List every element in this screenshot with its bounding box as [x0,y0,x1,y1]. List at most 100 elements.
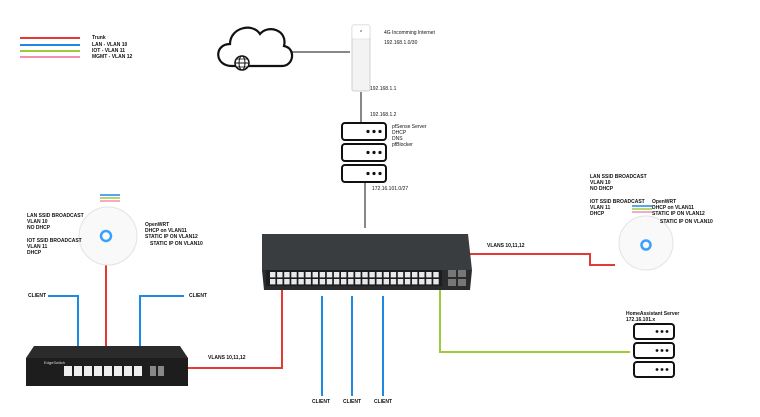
ap-right-lan-line: NO DHCP [590,186,614,192]
edgeswitch-device [26,346,188,386]
switch-port [341,272,347,278]
switch-port [397,279,404,285]
ap-left-lan-line: LAN SSID BROADCAST [27,213,84,219]
switch-port [376,279,382,285]
ap-right-lan-line: LAN SSID BROADCAST [590,174,647,180]
access-point-right [618,215,674,271]
modem-subnet: 192.168.1.0/30 [384,40,418,46]
homeassistant-title: HomeAssistant Server [626,311,680,317]
ap-left-lan-ssid: LAN SSID BROADCAST VLAN 10 NO DHCP [27,213,84,231]
ap-left-lan-line: VLAN 10 [27,219,48,225]
switch-port [404,279,411,285]
client-label: CLIENT [28,293,47,299]
ap-right-static-ip: STATIC IP ON VLAN10 [660,219,713,225]
switch-port [348,272,354,278]
switch-port [362,272,368,278]
ap-right-openwrt-line: DHCP on VLAN11 [652,205,694,211]
switch-port [433,272,439,278]
switch-port [419,272,425,278]
switch-port [270,279,276,285]
switch-port [383,279,389,285]
firewall-wan-ip: 192.168.1.2 [370,112,397,118]
client-label: CLIENT [343,399,362,405]
switch-port [305,272,311,278]
ap-left-iot-line: IOT SSID BROADCAST [27,238,82,244]
homeassistant-ip: 172.16.101.x [626,317,656,323]
switch-port [412,272,418,278]
switch-port [298,279,304,285]
cloud-internet-icon [217,26,294,71]
edgeswitch-port [94,366,102,376]
switch-port [333,279,340,285]
ap-right-iot-line: VLAN 11 [590,205,611,211]
modem-4g-device [351,24,371,92]
firewall-service: DNS [392,136,403,142]
trunk-label-edgeswitch: VLANS 10,11,12 [208,355,246,361]
wire-client-edgeswitch-2 [139,295,184,347]
legend-label-lan: LAN - VLAN 10 [92,42,128,48]
switch-port [341,279,347,285]
ap-left-openwrt-line: STATIC IP ON VLAN12 [145,234,198,240]
switch-port [390,272,397,278]
ap-right-openwrt: OpenWRT DHCP on VLAN11 STATIC IP ON VLAN… [652,199,705,217]
homeassistant-server-icon [633,323,675,378]
ap-right-lan-ssid: LAN SSID BROADCAST VLAN 10 NO DHCP [590,174,647,192]
switch-port [390,279,397,285]
switch-port [326,272,333,278]
edgeswitch-port [64,366,72,376]
ap-right-openwrt-line: STATIC IP ON VLAN12 [652,211,705,217]
firewall-services: pfSense Server DHCP DNS pfBlocker [392,124,426,148]
trunk-label-right: VLANS 10,11,12 [487,243,525,249]
firewall-service: DHCP [392,130,407,136]
ap-left-iot-line: VLAN 11 [27,244,48,250]
pfsense-server-icon [341,122,387,183]
switch-port [291,279,297,285]
ap-left-iot-line: DHCP [27,250,42,256]
wire-trunk-switch-ap-right [470,253,615,266]
firewall-lan-subnet: 172.16.101.0/27 [372,186,409,192]
wire-client-edgeswitch-1 [48,295,79,347]
switch-port [412,279,418,285]
legend-label-mgmt: MGMT - VLAN 12 [92,54,133,60]
ap-left-openwrt-line: DHCP on VLAN11 [145,228,187,234]
switch-port [419,279,425,285]
switch-port [355,272,361,278]
switch-port [284,279,290,285]
edgeswitch-brand: EdgeSwitch [44,360,66,365]
ap-left-static-ip: STATIC IP ON VLAN10 [150,241,203,247]
switch-port [355,279,361,285]
switch-port [369,279,375,285]
wire-iot-homeassistant [439,290,630,353]
firewall-service: pfSense Server [392,124,427,130]
edgeswitch-port [104,366,112,376]
switch-port [277,272,283,278]
ap-left-openwrt-line: OpenWRT [145,222,170,228]
client-label: CLIENT [189,293,208,299]
core-switch-device [262,234,472,290]
switch-port [312,279,318,285]
switch-port [383,272,389,278]
legend-label-iot: IOT - VLAN 11 [92,48,126,54]
switch-port [369,272,375,278]
switch-port [362,279,368,285]
legend-label-trunk: Trunk [92,35,106,41]
switch-port [333,272,340,278]
modem-ip: 192.168.1.1 [370,86,397,92]
edgeswitch-port [74,366,82,376]
edgeswitch-port [114,366,122,376]
switch-port [305,279,311,285]
switch-port [298,272,304,278]
firewall-service: pfBlocker [392,142,413,148]
switch-port [319,279,326,285]
edgeswitch-port [134,366,142,376]
switch-port [312,272,318,278]
ap-right-iot-ssid: IOT SSID BROADCAST VLAN 11 DHCP [590,199,645,217]
edgeswitch-port [84,366,92,376]
ap-right-iot-line: IOT SSID BROADCAST [590,199,645,205]
ap-left-lan-line: NO DHCP [27,225,51,231]
ap-right-lan-line: VLAN 10 [590,180,611,186]
switch-port [404,272,411,278]
edgeswitch-port [124,366,132,376]
